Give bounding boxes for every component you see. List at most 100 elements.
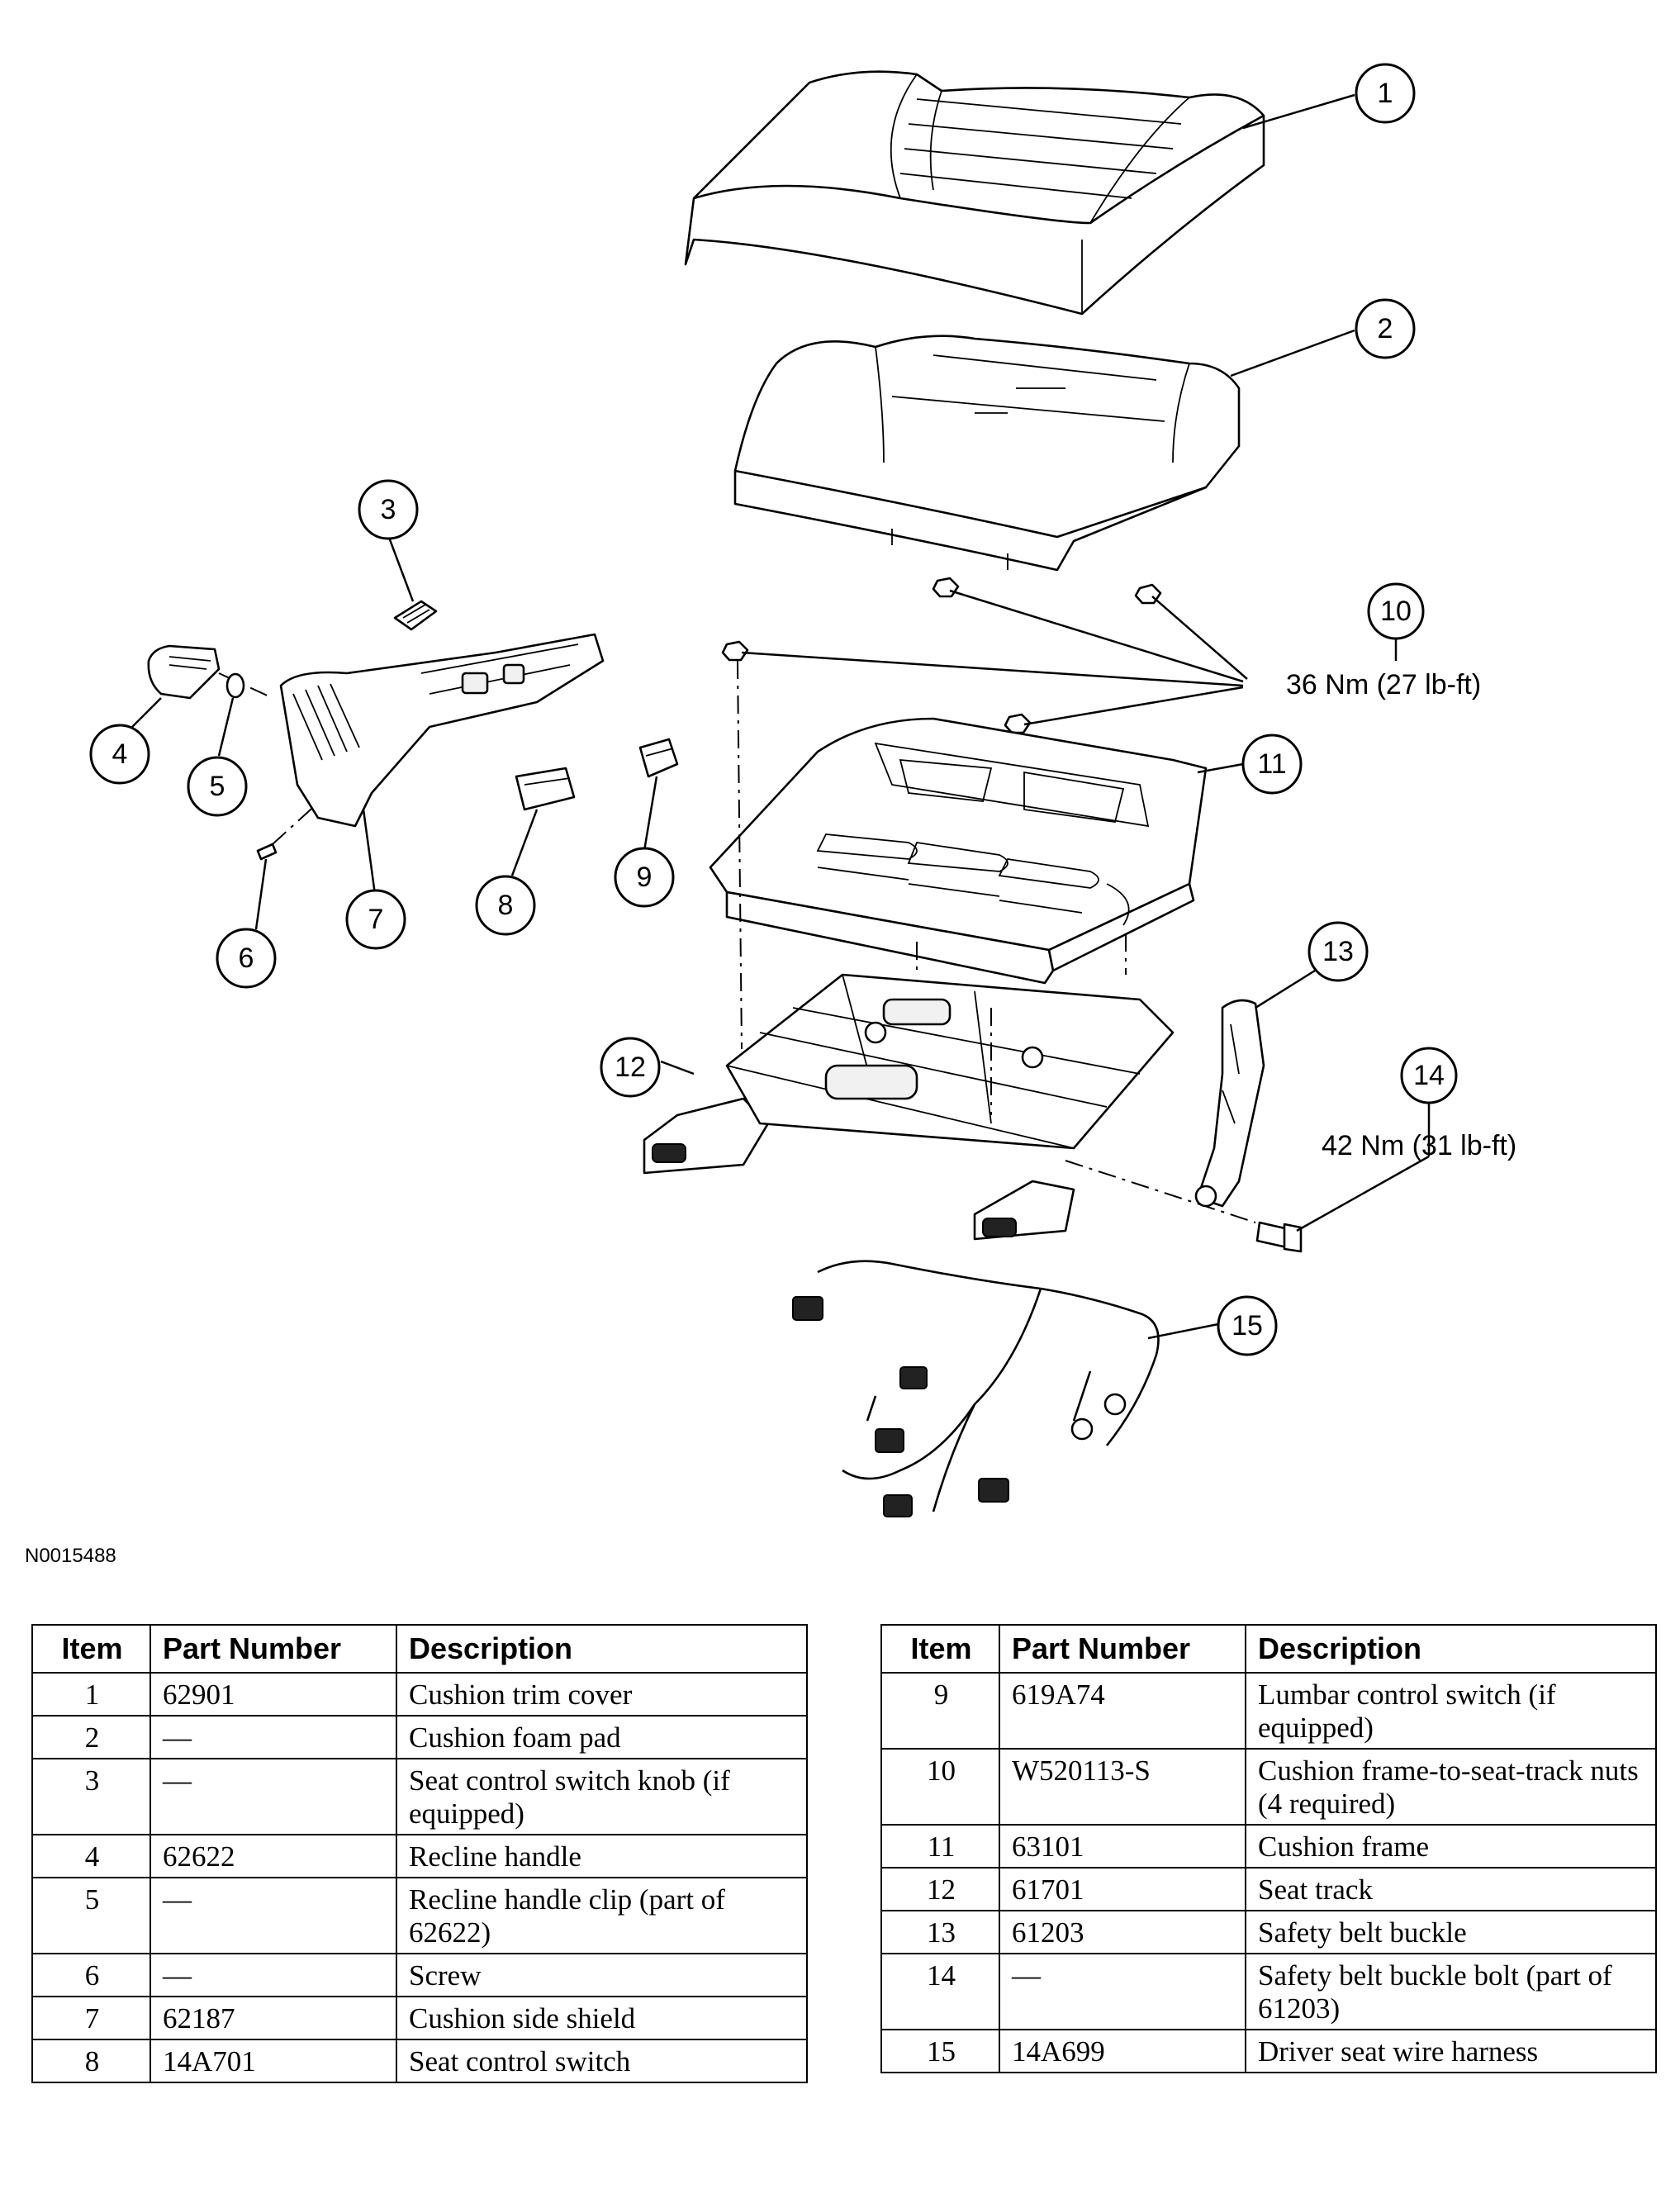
svg-text:3: 3 bbox=[381, 494, 396, 525]
cell-part-number: 14A699 bbox=[999, 2029, 1246, 2073]
cell-part-number: W520113-S bbox=[999, 1748, 1246, 1826]
cell-description: Seat control switch bbox=[396, 2039, 808, 2083]
lumbar-control-switch-drawing bbox=[638, 738, 679, 778]
cell-part-number: 62187 bbox=[149, 1996, 397, 2040]
callout-7: 7 bbox=[345, 889, 406, 950]
callout-9: 9 bbox=[614, 847, 675, 908]
cell-item: 2 bbox=[31, 1715, 151, 1759]
cushion-side-shield-drawing bbox=[279, 633, 605, 828]
cell-part-number: 62622 bbox=[149, 1834, 397, 1878]
torque-label-item-14: 42 Nm (31 lb-ft) bbox=[1322, 1130, 1516, 1161]
cell-description: Safety belt buckle bbox=[1245, 1910, 1657, 1954]
svg-text:4: 4 bbox=[112, 738, 128, 770]
exploded-seat-diagram: 1 2 3 4 5 6 7 8 9 10 11 12 13 14 15 36 N… bbox=[89, 63, 1516, 1517]
callout-5: 5 bbox=[187, 756, 248, 817]
callout-13: 13 bbox=[1307, 921, 1369, 982]
cell-item: 11 bbox=[880, 1824, 1000, 1868]
cell-part-number: — bbox=[149, 1953, 397, 1997]
callout-14: 14 bbox=[1400, 1047, 1458, 1104]
cell-description: Cushion trim cover bbox=[396, 1672, 808, 1717]
seat-track-drawing bbox=[643, 973, 1175, 1241]
svg-text:8: 8 bbox=[498, 890, 514, 921]
header-description: Description bbox=[1245, 1624, 1657, 1674]
header-description: Description bbox=[396, 1624, 808, 1674]
cell-item: 13 bbox=[880, 1910, 1000, 1954]
cell-item: 10 bbox=[880, 1748, 1000, 1826]
cell-item: 1 bbox=[31, 1672, 151, 1717]
table-row: 14—Safety belt buckle bolt (part of 6120… bbox=[880, 1953, 1657, 2030]
callout-12: 12 bbox=[600, 1037, 661, 1098]
seat-control-switch-knob-drawing bbox=[393, 600, 438, 631]
cell-item: 9 bbox=[880, 1672, 1000, 1750]
cell-item: 14 bbox=[880, 1953, 1000, 2030]
cell-description: Driver seat wire harness bbox=[1245, 2029, 1657, 2073]
cell-part-number: 61203 bbox=[999, 1910, 1246, 1954]
callout-2: 2 bbox=[1355, 298, 1416, 359]
cell-description: Safety belt buckle bolt (part of 61203) bbox=[1245, 1953, 1657, 2030]
table-row: 2—Cushion foam pad bbox=[31, 1715, 808, 1759]
header-part-number: Part Number bbox=[999, 1624, 1246, 1674]
svg-text:15: 15 bbox=[1232, 1310, 1263, 1341]
recline-handle-drawing bbox=[147, 644, 221, 700]
cell-item: 4 bbox=[31, 1834, 151, 1878]
cell-item: 5 bbox=[31, 1877, 151, 1954]
callout-10: 10 bbox=[1367, 582, 1425, 640]
cell-item: 7 bbox=[31, 1996, 151, 2040]
cell-part-number: 14A701 bbox=[149, 2039, 397, 2083]
svg-text:13: 13 bbox=[1322, 936, 1354, 967]
recline-handle-clip-drawing bbox=[225, 672, 245, 699]
svg-text:7: 7 bbox=[368, 904, 384, 935]
cell-item: 15 bbox=[880, 2029, 1000, 2073]
svg-text:11: 11 bbox=[1257, 748, 1286, 780]
svg-text:1: 1 bbox=[1378, 78, 1393, 109]
safety-belt-buckle-drawing bbox=[1194, 999, 1265, 1208]
torque-label-item-10: 36 Nm (27 lb-ft) bbox=[1286, 669, 1481, 700]
cell-part-number: 61701 bbox=[999, 1867, 1246, 1911]
buckle-bolt-drawing bbox=[1255, 1221, 1303, 1253]
table-row: 5—Recline handle clip (part of 62622) bbox=[31, 1877, 808, 1954]
callout-8: 8 bbox=[475, 875, 536, 936]
svg-text:5: 5 bbox=[210, 771, 225, 802]
table-header-row: Item Part Number Description bbox=[31, 1624, 808, 1674]
callout-4: 4 bbox=[89, 724, 150, 785]
svg-text:10: 10 bbox=[1380, 596, 1412, 627]
cell-part-number: 62901 bbox=[149, 1672, 397, 1717]
svg-text:9: 9 bbox=[637, 862, 653, 893]
cell-item: 8 bbox=[31, 2039, 151, 2083]
cell-description: Seat track bbox=[1245, 1867, 1657, 1911]
header-item: Item bbox=[31, 1624, 151, 1674]
figure-id: N0015488 bbox=[25, 1545, 116, 1567]
cushion-frame-drawing bbox=[709, 717, 1208, 985]
callout-1: 1 bbox=[1355, 63, 1416, 124]
cell-description: Lumbar control switch (if equipped) bbox=[1245, 1672, 1657, 1750]
cell-description: Cushion frame bbox=[1245, 1824, 1657, 1868]
cell-item: 6 bbox=[31, 1953, 151, 1997]
callout-3: 3 bbox=[358, 479, 419, 540]
cell-description: Cushion frame-to-seat-track nuts (4 requ… bbox=[1245, 1748, 1657, 1826]
header-part-number: Part Number bbox=[149, 1624, 397, 1674]
cell-part-number: — bbox=[149, 1877, 397, 1954]
svg-text:12: 12 bbox=[615, 1052, 646, 1083]
table-row: 6—Screw bbox=[31, 1953, 808, 1997]
cell-description: Recline handle clip (part of 62622) bbox=[396, 1877, 808, 1954]
cell-part-number: — bbox=[999, 1953, 1246, 2030]
cell-description: Seat control switch knob (if equipped) bbox=[396, 1758, 808, 1835]
callout-11: 11 bbox=[1241, 734, 1303, 795]
wire-harness-drawing bbox=[792, 1260, 1160, 1517]
cushion-foam-pad-drawing bbox=[733, 335, 1241, 572]
cell-description: Cushion foam pad bbox=[396, 1715, 808, 1759]
cell-item: 12 bbox=[880, 1867, 1000, 1911]
svg-text:2: 2 bbox=[1378, 313, 1393, 344]
table-header-row: Item Part Number Description bbox=[880, 1624, 1657, 1674]
cell-part-number: — bbox=[149, 1758, 397, 1835]
